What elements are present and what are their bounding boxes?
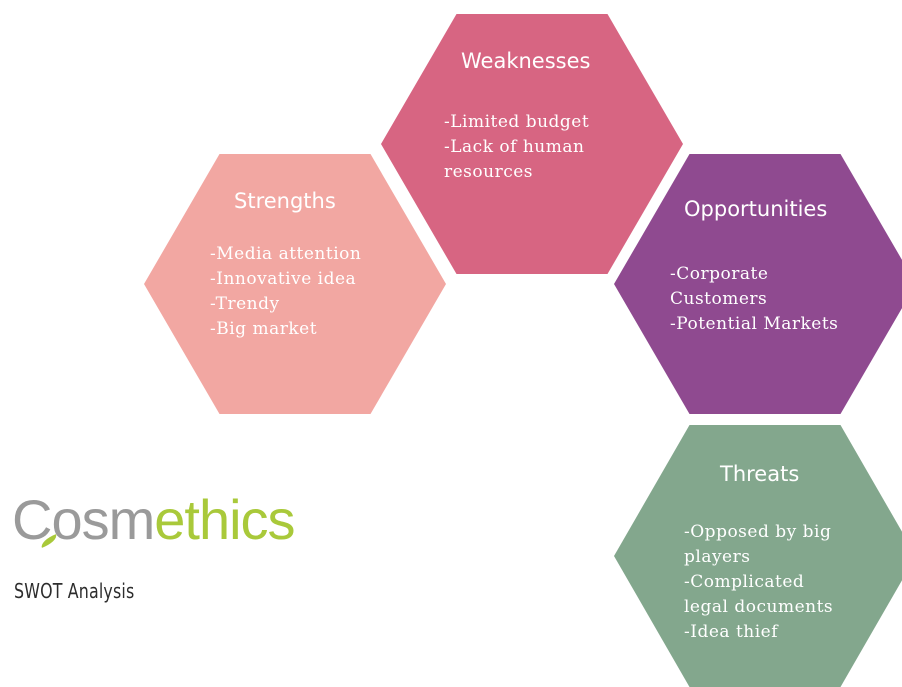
weaknesses-item: -Lack of human bbox=[444, 137, 585, 157]
opportunities-title: Opportunities bbox=[684, 197, 828, 221]
cosmethics-logo: Cosmethics bbox=[12, 488, 296, 552]
threats-item: -Opposed by big bbox=[684, 522, 832, 542]
opportunities-item: Customers bbox=[670, 289, 768, 309]
weaknesses-list: -Limited budget -Lack of human resources bbox=[444, 110, 589, 185]
threats-item: -Complicated bbox=[684, 572, 805, 592]
strengths-list: -Media attention -Innovative idea -Trend… bbox=[210, 242, 361, 342]
threats-title: Threats bbox=[720, 462, 800, 486]
opportunities-item: -Potential Markets bbox=[670, 314, 839, 334]
threats-item: legal documents bbox=[684, 597, 834, 617]
threats-item: -Idea thief bbox=[684, 622, 779, 642]
logo-text-gray: Cosm bbox=[12, 488, 155, 551]
strengths-item: -Big market bbox=[210, 319, 318, 339]
weaknesses-item: -Limited budget bbox=[444, 112, 590, 132]
opportunities-item: -Corporate bbox=[670, 264, 769, 284]
strengths-title: Strengths bbox=[234, 189, 336, 213]
threats-list: -Opposed by big players -Complicated leg… bbox=[684, 520, 833, 645]
strengths-item: -Innovative idea bbox=[210, 269, 357, 289]
threats-item: players bbox=[684, 547, 751, 567]
logo-text-green: ethics bbox=[154, 488, 295, 551]
weaknesses-title: Weaknesses bbox=[461, 49, 591, 73]
opportunities-list: -Corporate Customers -Potential Markets bbox=[670, 262, 838, 337]
strengths-item: -Media attention bbox=[210, 244, 362, 264]
strengths-item: -Trendy bbox=[210, 294, 280, 314]
weaknesses-item: resources bbox=[444, 162, 534, 182]
page-subtitle: SWOT Analysis bbox=[14, 579, 135, 603]
